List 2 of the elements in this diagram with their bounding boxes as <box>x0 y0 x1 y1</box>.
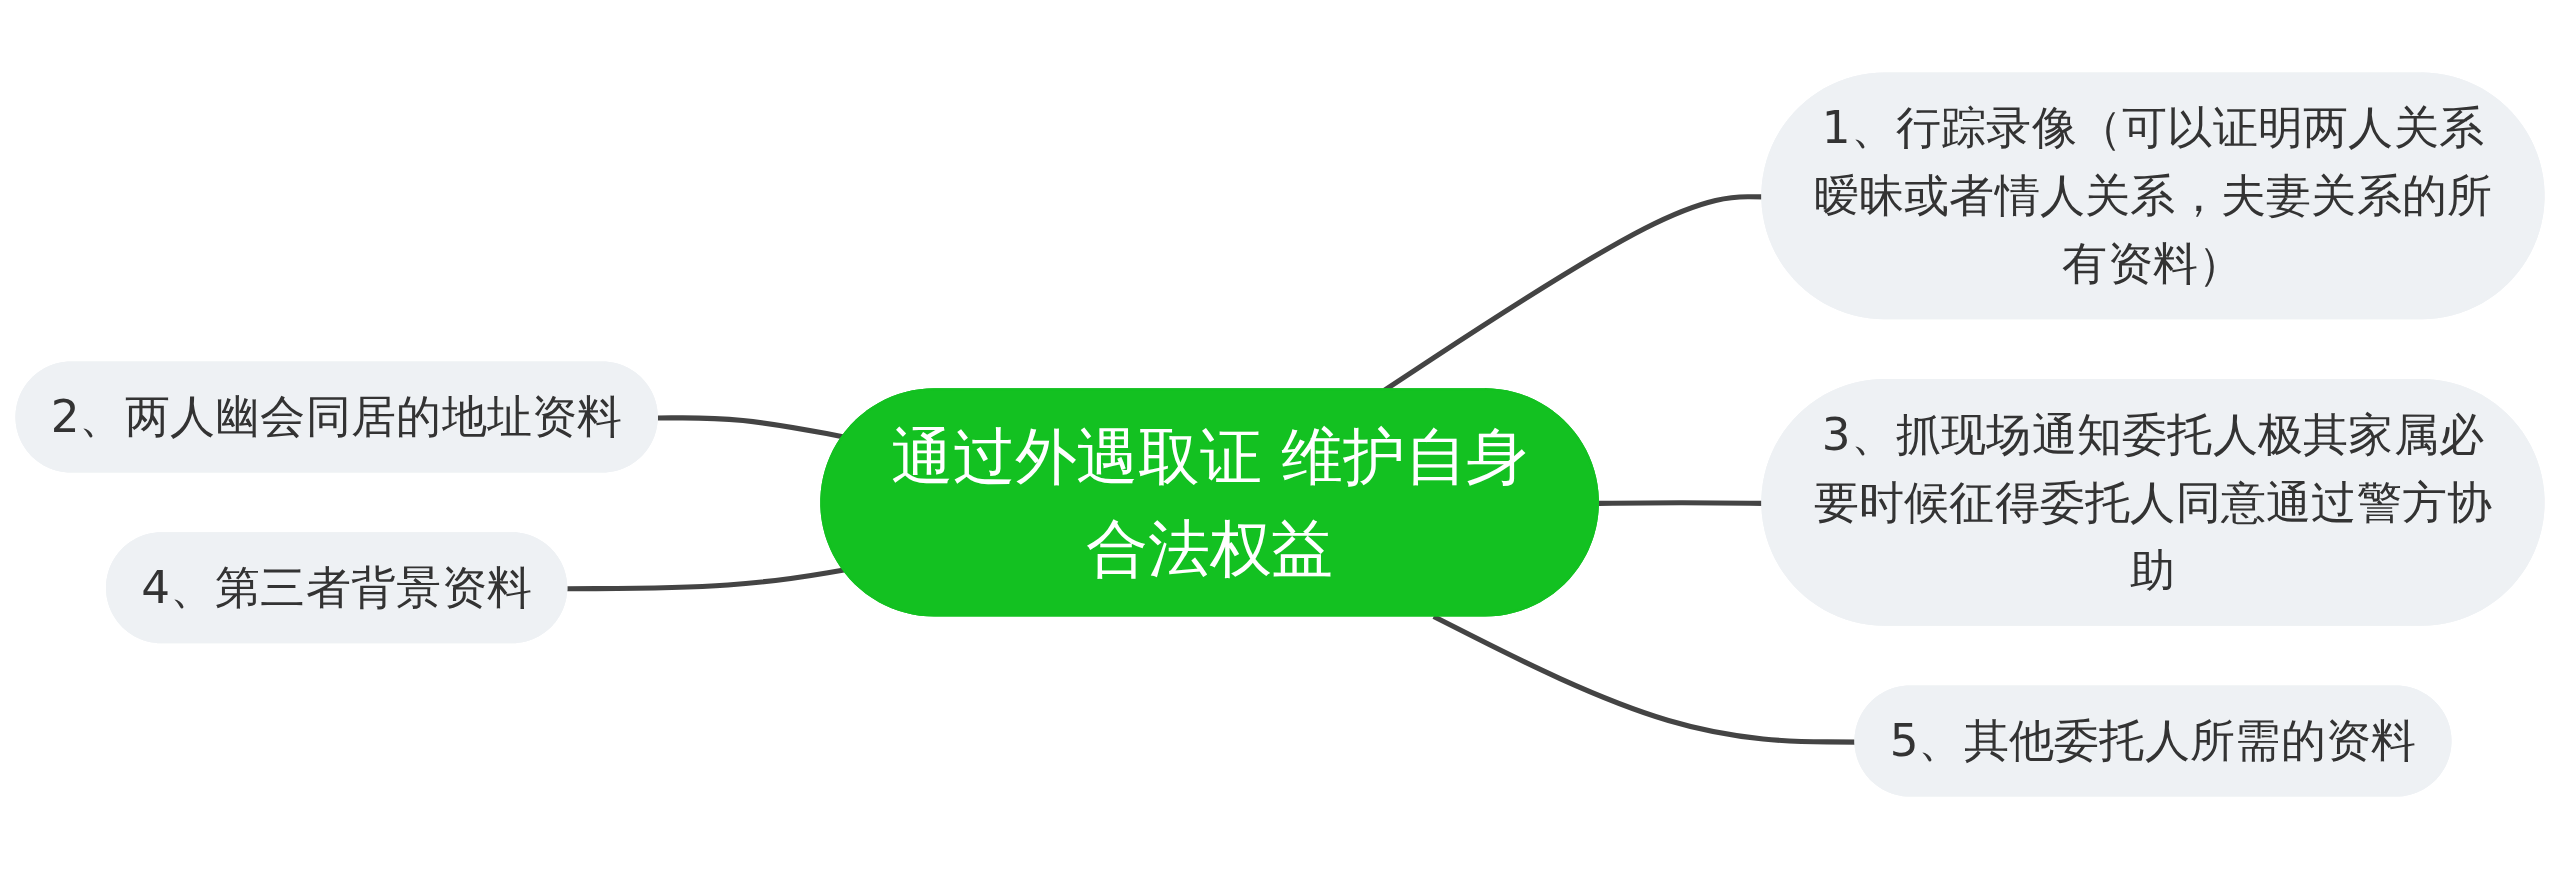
connector <box>657 415 845 440</box>
connector <box>567 567 845 592</box>
